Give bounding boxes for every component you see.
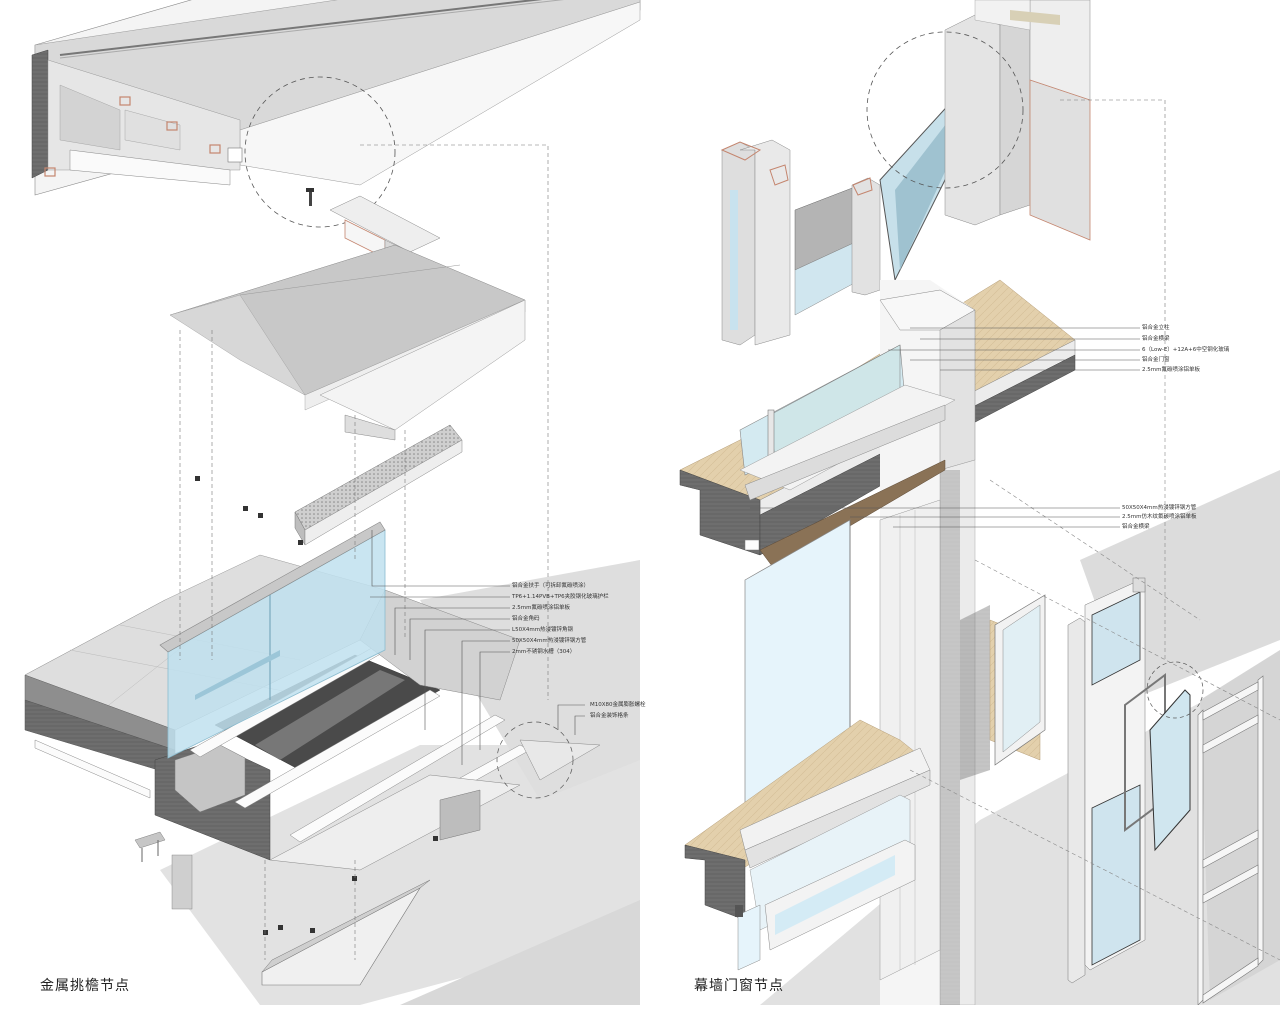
annotation-label: 铝合金门窗 — [1142, 357, 1170, 363]
window-frame-tall — [1067, 577, 1146, 984]
annotation-label: 6（Low-E）+12A+6中空钢化玻璃 — [1142, 347, 1230, 353]
annotation-label: 铝合金角码 — [512, 616, 540, 622]
gutter-grate — [294, 424, 463, 546]
window-sash-open — [994, 594, 1046, 766]
cornice-assembly — [31, 0, 641, 228]
casement-sash-exploded — [1124, 661, 1204, 852]
caption-curtain-wall-node: 幕墙门窗节点 — [694, 978, 784, 994]
annotation-label: L50X4mm热浸镀锌角钢 — [512, 627, 574, 633]
lower-sill-assembly — [684, 719, 931, 971]
upper-sill-assembly — [679, 279, 1076, 1006]
leader-lines-left — [370, 530, 585, 765]
annotation-label: 铝合金立柱 — [1142, 325, 1170, 331]
flashing-panel — [169, 244, 526, 441]
projection-lines — [179, 144, 549, 960]
annotation-label: 50X50X4mm热浸镀锌钢方管 — [512, 638, 587, 644]
annotation-label: 50X50X4mm热浸镀锌钢方管 — [1122, 505, 1197, 511]
annotation-label: M10X80金属膨胀螺栓 — [590, 702, 646, 708]
annotation-label: 2.5mm氟碳喷涂铝单板 — [512, 605, 570, 611]
annotation-label: 2.5mm仿木纹氟碳喷涂铝单板 — [1122, 514, 1197, 520]
projection-lines-right — [909, 340, 1280, 961]
annotation-label: TP6+1.14PVB+TP6夹胶钢化玻璃护栏 — [512, 594, 609, 600]
annotation-label: 铝合金扶手（可拆卸氟碳喷涂） — [512, 583, 590, 589]
frame-profile-exploded — [720, 0, 1166, 346]
screen-frame — [1197, 675, 1264, 1006]
right-panel-curtain-wall — [679, 0, 1280, 1006]
annotation-label: 2mm不锈钢水槽（304） — [512, 649, 576, 655]
annotation-label: 铝合金横梁 — [1142, 336, 1170, 342]
soffit-plate — [134, 831, 431, 986]
glass-balustrade — [159, 521, 386, 759]
caption-eaves-node: 金属挑檐节点 — [40, 978, 130, 994]
annotation-label: 铝合金横梁 — [1122, 524, 1150, 530]
annotation-label: 2.5mm氟碳喷涂铝单板 — [1142, 367, 1200, 373]
left-panel-eaves — [24, 0, 641, 1005]
annotation-label: 铝合金装饰格条 — [590, 713, 629, 719]
leader-lines-right — [750, 327, 1140, 528]
